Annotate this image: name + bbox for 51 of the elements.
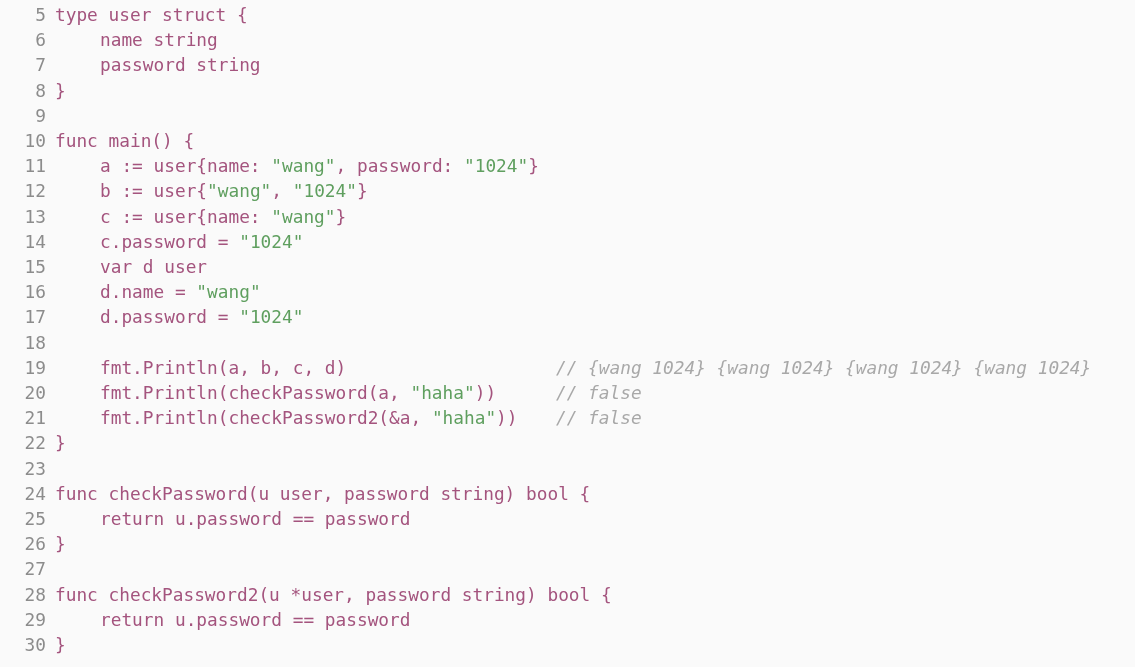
code-line: return u.password == password <box>100 508 411 530</box>
line-number: 10 <box>24 130 46 152</box>
line-number: 15 <box>24 256 46 278</box>
code-line: var d user <box>100 256 208 278</box>
line-number: 28 <box>24 583 46 606</box>
line-number: 19 <box>24 356 46 379</box>
line-number: 23 <box>24 457 46 480</box>
line-number: 13 <box>24 205 46 228</box>
line-number: 7 <box>35 54 46 77</box>
code-line: } <box>55 634 66 656</box>
code-line: a := user{name: "wang", password: "1024"} <box>100 155 539 178</box>
code-line: name string <box>100 29 218 52</box>
code-line: return u.password == password <box>100 608 411 631</box>
code-comment: // {wang 1024} {wang 1024} {wang 1024} {wang 1024} <box>556 356 1092 379</box>
line-number: 25 <box>24 508 46 530</box>
line-number: 11 <box>24 155 46 178</box>
code-line: } <box>55 432 66 455</box>
line-number: 21 <box>24 407 46 430</box>
line-number: 9 <box>35 104 46 127</box>
code-line: c := user{name: "wang"} <box>100 205 347 228</box>
line-number: 6 <box>35 29 46 52</box>
code-line: } <box>55 533 66 556</box>
line-number: 16 <box>24 281 46 304</box>
code-line: b := user{"wang", "1024"} <box>100 180 368 203</box>
line-number: 17 <box>24 306 46 329</box>
code-line: } <box>55 79 66 102</box>
line-number: 22 <box>24 432 46 455</box>
code-line: func main() { <box>55 130 195 152</box>
line-number: 29 <box>24 608 46 631</box>
code-line: func checkPassword(u user, password string) bool { <box>55 482 591 505</box>
line-number: 26 <box>24 533 46 556</box>
line-number: 14 <box>24 230 46 253</box>
code-line: password string <box>100 54 261 77</box>
code-comment: // false <box>556 407 642 430</box>
line-number: 8 <box>35 79 46 102</box>
code-line: fmt.Println(checkPassword2(&a, "haha")) <box>100 407 518 430</box>
line-number: 30 <box>24 634 46 656</box>
code-comment: // false <box>556 382 642 404</box>
line-number: 18 <box>24 331 46 354</box>
code-line: fmt.Println(checkPassword(a, "haha")) <box>100 382 497 404</box>
line-number: 5 <box>35 4 46 26</box>
line-number: 24 <box>24 482 46 505</box>
line-number: 12 <box>24 180 46 203</box>
line-number: 20 <box>24 382 46 404</box>
code-line: fmt.Println(a, b, c, d) <box>100 356 347 379</box>
code-line: type user struct { <box>55 4 248 26</box>
line-number: 27 <box>24 558 46 581</box>
code-line: d.password = "1024" <box>100 306 304 329</box>
code-line: func checkPassword2(u *user, password string) bool { <box>55 583 612 606</box>
code-line: c.password = "1024" <box>100 230 304 253</box>
code-line: d.name = "wang" <box>100 281 261 304</box>
